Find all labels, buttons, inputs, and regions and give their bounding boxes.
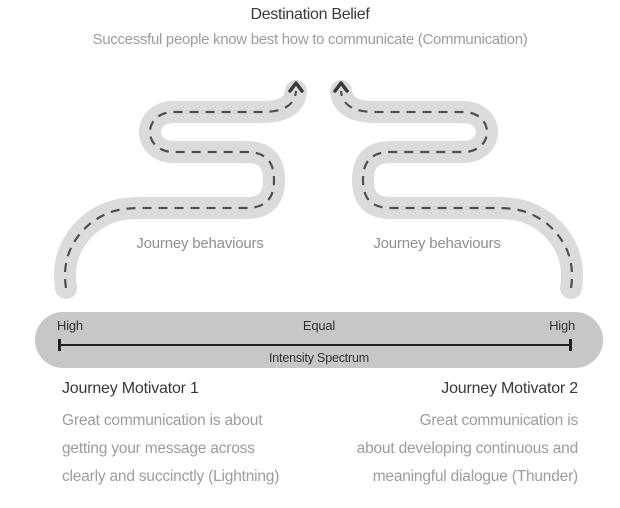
motivator-1-line: getting your message across bbox=[62, 440, 255, 457]
page-title: Destination Belief bbox=[250, 6, 370, 23]
journey-path-left bbox=[65, 83, 302, 288]
spectrum-level-center: Equal bbox=[302, 318, 336, 333]
road-left bbox=[65, 91, 296, 288]
spectrum-axis-line bbox=[58, 339, 572, 351]
journey-motivator-1-block: Journey Motivator 1 Great communication … bbox=[62, 379, 347, 491]
spectrum-axis-label: Intensity Spectrum bbox=[269, 351, 369, 365]
journey-behaviours-label-right: Journey behaviours bbox=[373, 235, 501, 252]
motivator-1-title: Journey Motivator 1 bbox=[62, 380, 199, 397]
spectrum-level-right: High bbox=[549, 318, 575, 333]
journey-motivator-2-block: Journey Motivator 2 Great communication … bbox=[293, 379, 579, 491]
motivator-2-line: about developing continuous and bbox=[356, 440, 579, 457]
journey-roads-graphic bbox=[0, 0, 620, 310]
spectrum-level-left: High bbox=[57, 318, 83, 333]
motivator-2-line: meaningful dialogue (Thunder) bbox=[372, 468, 579, 485]
journey-path-right bbox=[335, 83, 572, 288]
motivator-1-line: clearly and succinctly (Lightning) bbox=[62, 468, 280, 485]
intensity-spectrum-bar: High Equal High Intensity Spectrum bbox=[35, 312, 603, 368]
motivator-1-line: Great communication is about bbox=[62, 412, 263, 429]
up-arrow-icon bbox=[288, 81, 304, 93]
road-right bbox=[341, 91, 572, 288]
journey-behaviours-label-left: Journey behaviours bbox=[136, 235, 264, 252]
page-subtitle: Successful people know best how to commu… bbox=[92, 31, 528, 48]
motivator-2-title: Journey Motivator 2 bbox=[441, 380, 578, 397]
up-arrow-icon bbox=[333, 81, 349, 93]
motivator-2-line: Great communication is bbox=[419, 412, 579, 429]
